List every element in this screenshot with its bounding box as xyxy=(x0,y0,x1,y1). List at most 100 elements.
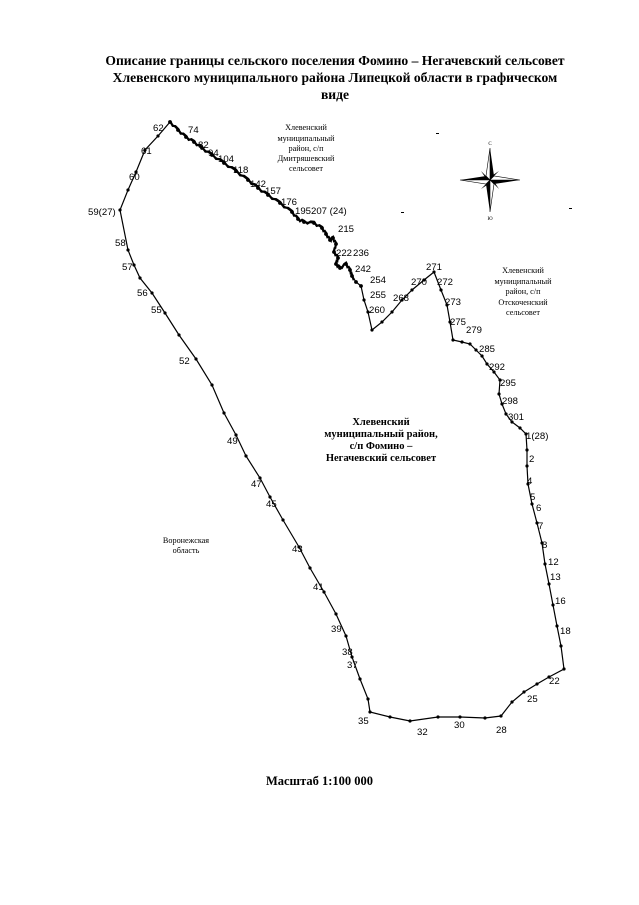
boundary-vertex xyxy=(445,303,449,307)
boundary-vertex xyxy=(297,545,301,549)
svg-text:с/п Фомино –: с/п Фомино – xyxy=(350,441,413,452)
vertex-label: 292 xyxy=(489,362,505,373)
vertex-label: 157 xyxy=(265,186,281,197)
boundary-vertex xyxy=(278,201,282,205)
svg-text:область: область xyxy=(173,546,200,555)
boundary-vertex xyxy=(222,161,226,165)
vertex-label: 275 xyxy=(450,317,466,328)
boundary-vertex xyxy=(200,146,204,150)
vertex-label: 57 xyxy=(122,262,133,273)
svg-text:Дмитряшевский: Дмитряшевский xyxy=(278,154,335,163)
boundary-vertex xyxy=(350,274,354,278)
vertex-label: 52 xyxy=(179,356,190,367)
vertex-label: 55 xyxy=(151,305,162,316)
boundary-vertex xyxy=(551,603,555,607)
boundary-vertex xyxy=(234,433,238,437)
boundary-vertex xyxy=(348,268,352,272)
svg-text:район, с/п: район, с/п xyxy=(289,144,325,153)
boundary-vertex xyxy=(312,221,316,225)
vertex-label: 56 xyxy=(137,288,148,299)
boundary-vertex xyxy=(390,310,394,314)
svg-text:Отскоченский: Отскоченский xyxy=(498,298,548,307)
boundary-vertex xyxy=(210,383,214,387)
boundary-vertex xyxy=(535,682,539,686)
boundary-vertex xyxy=(366,310,370,314)
vertex-label: 260 xyxy=(369,305,385,316)
boundary-vertex xyxy=(559,644,563,648)
vertex-label: 25 xyxy=(527,694,538,705)
boundary-vertex xyxy=(296,217,300,221)
vertex-label: 242 xyxy=(355,264,371,275)
boundary-vertex xyxy=(485,362,489,366)
boundary-vertex xyxy=(176,128,180,132)
vertex-label: 12 xyxy=(548,557,559,568)
boundary-vertex xyxy=(234,169,238,173)
vertex-label: 195 xyxy=(295,206,311,217)
vertex-label: 13 xyxy=(550,572,561,583)
vertex-label: 298 xyxy=(502,396,518,407)
vertex-label: 82 xyxy=(198,140,209,151)
boundary-vertex xyxy=(246,178,250,182)
vertex-label: 5 xyxy=(530,492,535,503)
region-label-east: Хлевенский муниципальный район, с/п Отск… xyxy=(495,266,553,317)
boundary-vertex xyxy=(432,270,436,274)
boundary-vertex xyxy=(244,454,248,458)
svg-text:Хлевенский: Хлевенский xyxy=(352,417,409,428)
boundary-vertex xyxy=(540,541,544,545)
vertex-label: 268 xyxy=(393,293,409,304)
boundary-vertex xyxy=(497,392,501,396)
vertex-label: 4 xyxy=(527,476,533,487)
vertex-label: 215 xyxy=(338,224,354,235)
scale-label: Масштаб 1:100 000 xyxy=(265,774,374,788)
region-label-main: Хлевенский муниципальный район, с/п Фоми… xyxy=(324,417,438,464)
compass-north-letter: С xyxy=(488,142,492,147)
boundary-vertex xyxy=(143,148,147,152)
vertex-label: 37 xyxy=(347,660,358,671)
boundary-vertex xyxy=(336,256,340,260)
boundary-vertex xyxy=(468,342,472,346)
boundary-vertex xyxy=(354,280,358,284)
boundary-vertex xyxy=(422,278,426,282)
vertex-label: 272 xyxy=(437,277,453,288)
svg-text:сельсовет: сельсовет xyxy=(289,164,323,173)
region-label-west: Воронежская область xyxy=(163,536,209,555)
boundary-vertex xyxy=(138,276,142,280)
boundary-vertex xyxy=(522,690,526,694)
boundary-vertex xyxy=(439,288,443,292)
vertex-label: 60 xyxy=(129,172,140,183)
boundary-vertex xyxy=(451,338,455,342)
boundary-vertex xyxy=(547,675,551,679)
svg-text:Воронежская: Воронежская xyxy=(163,536,209,545)
boundary-vertex xyxy=(258,476,262,480)
boundary-vertex xyxy=(410,288,414,292)
vertex-label: 16 xyxy=(555,596,566,607)
svg-text:район, с/п: район, с/п xyxy=(506,287,542,296)
boundary-vertex xyxy=(562,667,566,671)
vertex-label: 301 xyxy=(508,412,524,423)
boundary-vertex xyxy=(320,226,324,230)
vertex-label: 273 xyxy=(445,297,461,308)
boundary-vertex xyxy=(474,348,478,352)
boundary-vertex xyxy=(184,135,188,139)
scan-speck xyxy=(569,208,572,209)
boundary-vertex xyxy=(530,502,534,506)
vertex-label: 104 xyxy=(218,154,235,165)
boundary-vertex xyxy=(163,311,167,315)
vertex-label: 47 xyxy=(251,479,262,490)
boundary-vertex xyxy=(324,232,328,236)
scan-speck xyxy=(401,212,404,213)
boundary-vertex xyxy=(525,464,529,468)
boundary-vertex xyxy=(177,333,181,337)
boundary-vertex xyxy=(368,710,372,714)
boundary-vertex xyxy=(483,716,487,720)
boundary-vertex xyxy=(332,250,336,254)
boundary-vertices xyxy=(118,120,566,723)
title-line-1: Описание границы сельского поселения Фом… xyxy=(105,53,565,68)
vertex-label: 7 xyxy=(538,521,543,532)
boundary-vertex xyxy=(499,714,503,718)
vertex-label: 295 xyxy=(500,378,516,389)
boundary-vertex xyxy=(308,566,312,570)
boundary-vertex xyxy=(518,426,522,430)
svg-text:сельсовет: сельсовет xyxy=(506,308,540,317)
